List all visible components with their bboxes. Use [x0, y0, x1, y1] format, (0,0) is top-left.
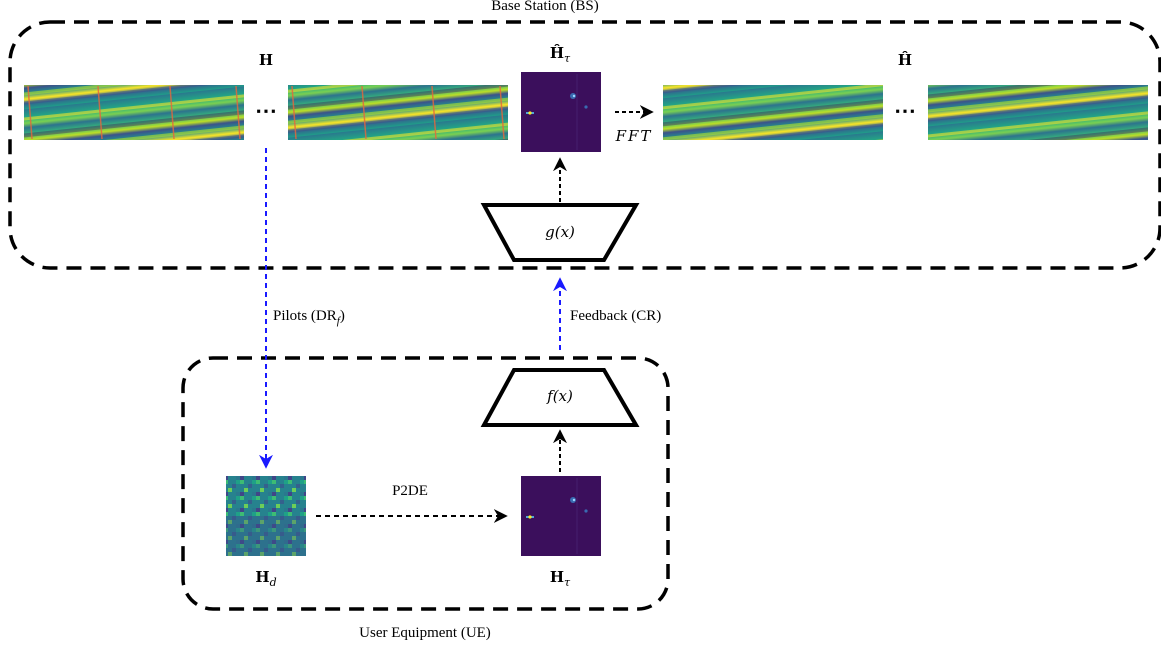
channel-heatmap-h-hat-last [928, 85, 1148, 140]
label-H-tau-main: H [550, 568, 564, 586]
label-H-hat-tau-main: Ĥ [550, 44, 564, 62]
ellipsis-h: ⋯ [255, 98, 277, 124]
label-H: H [259, 51, 273, 69]
channel-heatmap-h-hat-first [663, 85, 883, 140]
base-station-label: Base Station (BS) [491, 0, 599, 14]
encoder-label: f(x) [546, 387, 573, 405]
pilots-label-sub: f [337, 315, 342, 327]
encoder-block [480, 368, 640, 427]
decoder-label: g(x) [545, 223, 575, 241]
label-H-d-sub: d [270, 576, 277, 589]
label-H-tau: Hτ [550, 568, 571, 589]
label-H-d-main: H [255, 568, 269, 586]
user-equipment-container [181, 356, 670, 611]
ellipsis-h-hat: ⋯ [894, 98, 916, 124]
delay-heatmap-h-tau [521, 476, 601, 556]
pilot-heatmap-h-d [226, 476, 306, 556]
label-H-hat: Ĥ [898, 51, 912, 69]
pilots-label-main: Pilots (DR [273, 308, 337, 324]
label-H-hat-tau: Ĥτ [550, 44, 571, 65]
channel-heatmap-h-first [24, 85, 244, 140]
decoder-block [480, 203, 640, 262]
pilots-label: Pilots (DRf) [273, 308, 345, 327]
delay-heatmap-reconstructed [521, 72, 601, 152]
user-equipment-label: User Equipment (UE) [359, 625, 491, 641]
label-H-tau-sub: τ [564, 576, 571, 589]
base-station-container [8, 20, 1161, 270]
channel-heatmap-h-last [288, 85, 508, 140]
fft-label: FFT [615, 127, 653, 145]
p2de-label: P2DE [392, 483, 428, 499]
label-H-d: Hd [255, 568, 276, 589]
pilots-label-close: ) [340, 308, 345, 324]
feedback-label: Feedback (CR) [570, 308, 661, 324]
label-H-hat-tau-sub: τ [564, 52, 571, 65]
